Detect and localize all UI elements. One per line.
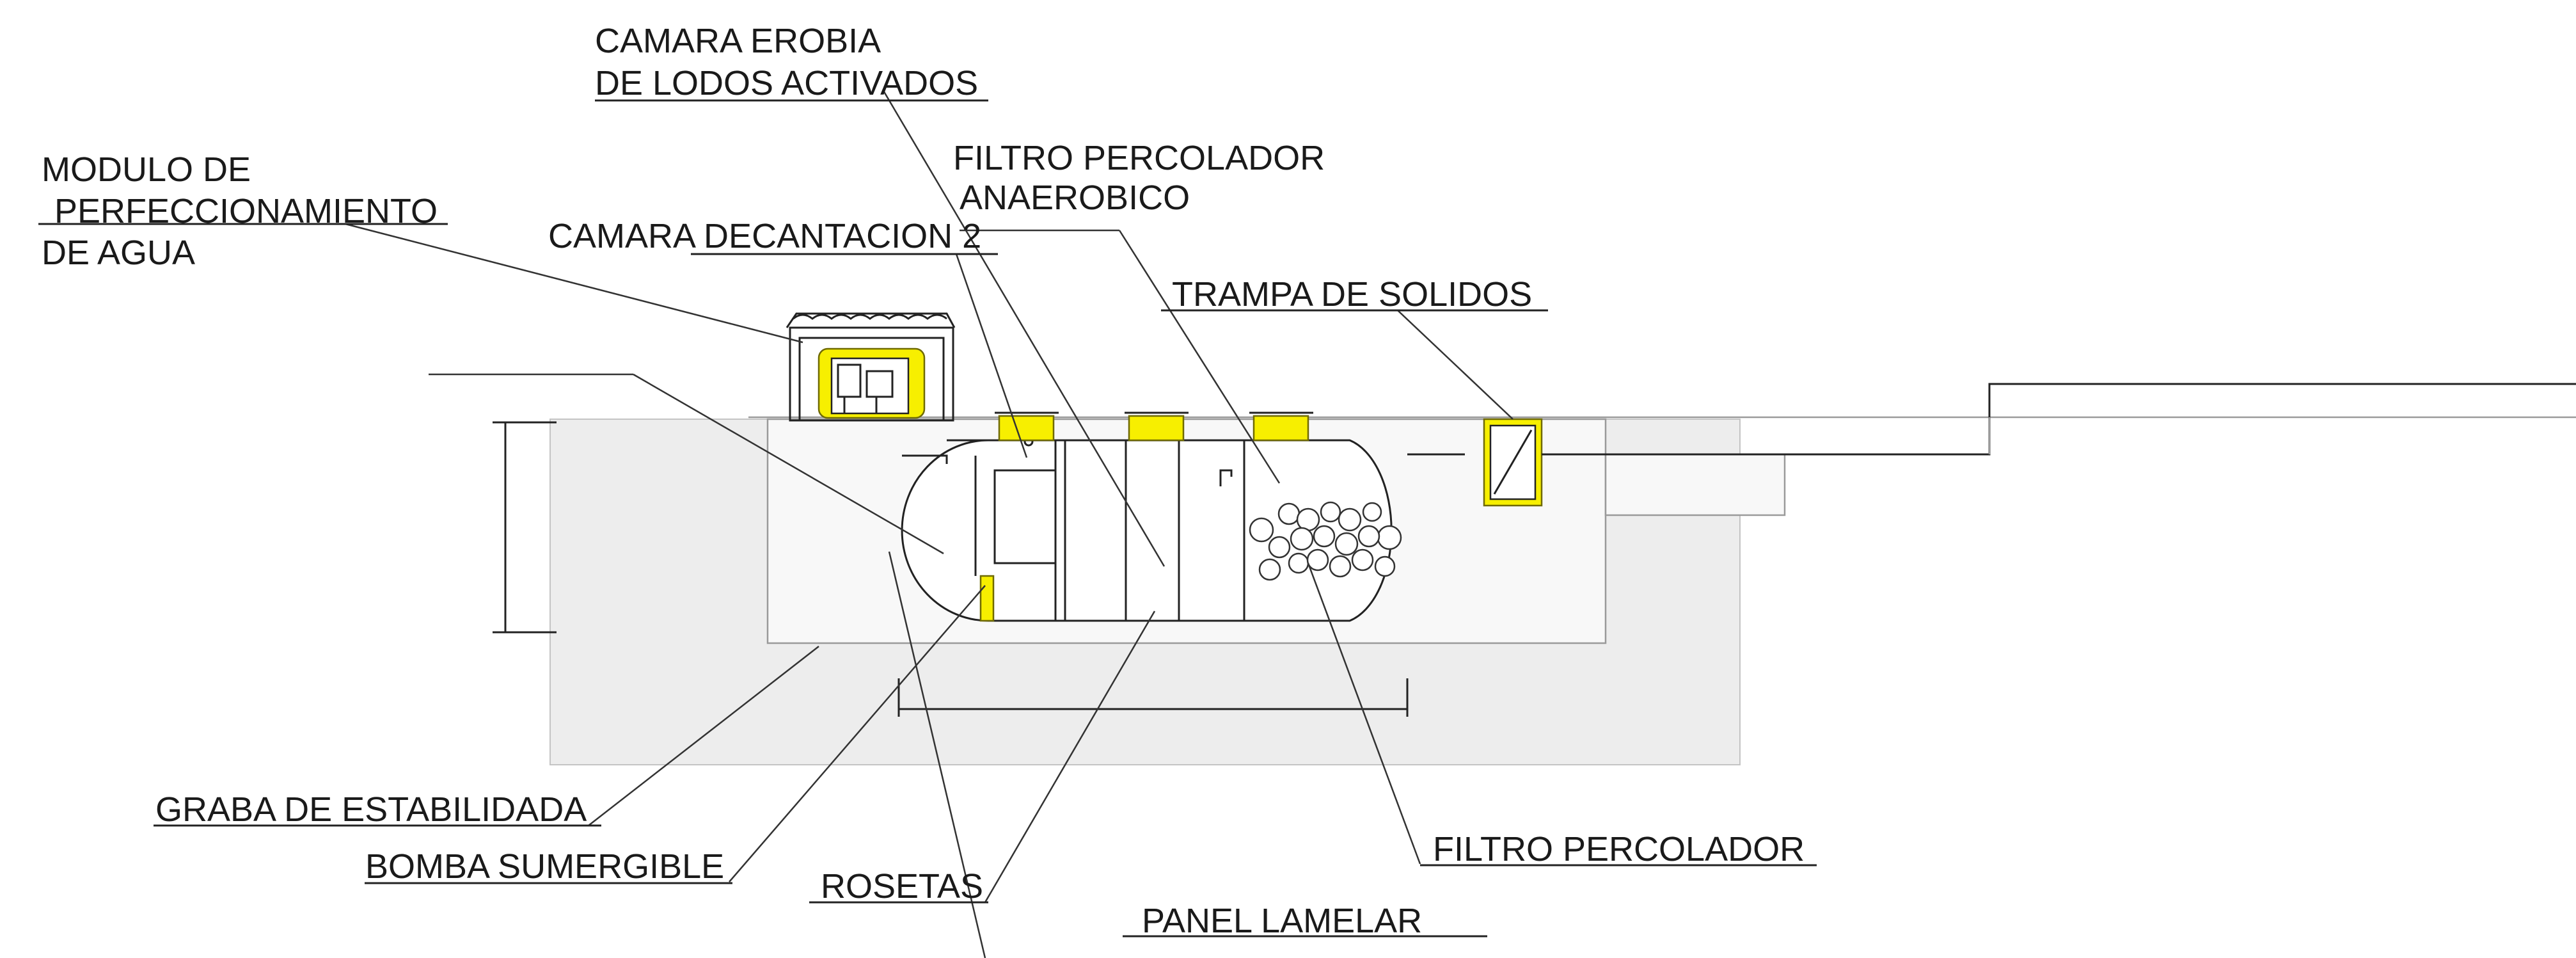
height-dimension: [493, 421, 557, 634]
outlet-pit: [1604, 453, 1786, 516]
cover-1: [998, 415, 1055, 442]
label-modulo-line2: PERFECCIONAMIENTO: [54, 192, 438, 230]
label-camara-erobia-line2: DE LODOS ACTIVADOS: [595, 64, 978, 102]
label-filtro-anaerobico-line2: ANAEROBICO: [960, 179, 1190, 217]
label-panel-lamelar: PANEL LAMELAR: [1142, 902, 1422, 940]
filter-media: [1249, 501, 1402, 581]
label-filtro-anaerobico-line1: FILTRO PERCOLADOR: [953, 139, 1325, 177]
cover-3: [1252, 415, 1309, 442]
excavation: [549, 416, 2576, 765]
lamelar-panel: [993, 469, 1057, 564]
access-covers: [995, 411, 1313, 442]
submersible-pump: [979, 575, 995, 622]
label-trampa-solidos: TRAMPA DE SOLIDOS: [1172, 275, 1532, 314]
water-improvement-module: [786, 312, 956, 422]
label-filtro-percolador: FILTRO PERCOLADOR: [1433, 830, 1805, 868]
terrain-profile: [1542, 383, 2576, 456]
labels: CAMARA EROBIA DE LODOS ACTIVADOS MODULO …: [42, 22, 1805, 940]
label-rosetas: ROSETAS: [821, 867, 983, 906]
label-modulo-line1: MODULO DE: [42, 150, 251, 189]
leader-lines: [345, 89, 1513, 958]
solids-trap-box: [1483, 418, 1543, 507]
label-modulo-line3: DE AGUA: [42, 234, 195, 272]
label-bomba: BOMBA SUMERGIBLE: [365, 847, 724, 886]
label-camara-erobia-line1: CAMARA EROBIA: [595, 22, 881, 60]
label-graba: GRABA DE ESTABILIDADA: [155, 790, 587, 829]
label-camara-decantacion: CAMARA DECANTACION 2: [548, 217, 981, 255]
label-underlines: [38, 99, 1817, 938]
cover-2: [1128, 415, 1185, 442]
